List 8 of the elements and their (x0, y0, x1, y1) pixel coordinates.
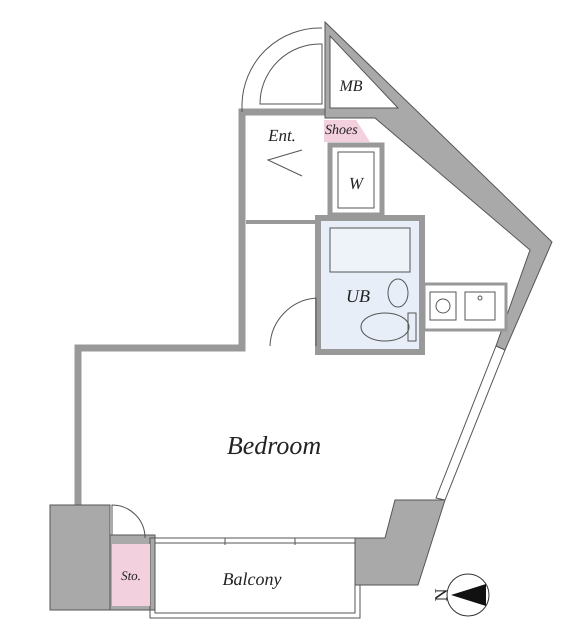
storage-closet: Sto. (112, 544, 150, 606)
shoe-cabinet: Shoes (324, 120, 370, 142)
room-label: Balcony (210, 566, 294, 592)
room-label: MB (334, 76, 368, 98)
room-label: Ent. (262, 124, 302, 146)
room-label: UB (340, 284, 376, 308)
room-label: Bedroom (212, 430, 336, 462)
north-label: N (432, 588, 450, 604)
